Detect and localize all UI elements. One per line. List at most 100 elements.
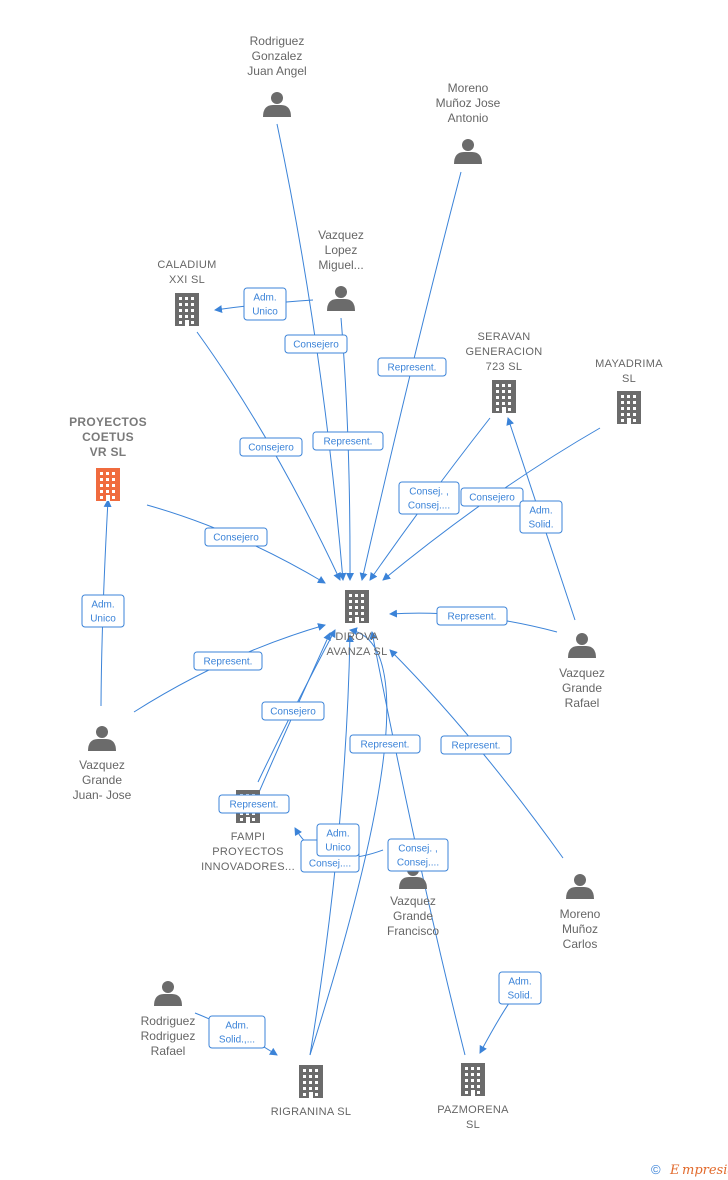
edge-label-text: Represent. (361, 740, 410, 751)
copyright-symbol: © (651, 1162, 661, 1177)
edge-label[interactable]: Consejero (204, 527, 268, 547)
edge-label[interactable]: Consejero (239, 437, 303, 457)
node-label: MAYADRIMA (595, 358, 663, 370)
company-node[interactable]: FAMPIPROYECTOSINNOVADORES... (201, 790, 295, 873)
edge-label-text: Unico (90, 614, 116, 625)
edge-label-box (261, 701, 325, 721)
edge-label-box (377, 357, 447, 377)
node-label: VR SL (90, 445, 127, 459)
edge-label[interactable]: Adm.Unico (316, 823, 360, 857)
node-label: Vazquez (79, 758, 125, 772)
node-label: Carlos (563, 937, 598, 951)
edge-label-text: Represent. (230, 800, 279, 811)
edge-label-box (349, 734, 421, 754)
edge-label[interactable]: Represent. (193, 651, 263, 671)
node-label: Vazquez (318, 228, 364, 242)
edge-label-box (204, 527, 268, 547)
edge-label[interactable]: Represent. (440, 735, 512, 755)
building-icon (345, 590, 369, 623)
node-label: Rafael (565, 696, 600, 710)
edge-label[interactable]: Adm. Solid.,... (208, 1015, 266, 1049)
edge-label[interactable]: Consej. ,Consej.... (387, 838, 449, 872)
building-icon (96, 468, 120, 501)
edge-label[interactable]: Represent. (436, 606, 508, 626)
node-label: SL (622, 373, 636, 385)
edge-label-text: Represent. (452, 741, 501, 752)
edge-label-text: Unico (325, 843, 351, 854)
node-label: Rafael (151, 1044, 186, 1058)
edge-label-box (208, 1015, 266, 1049)
node-label: Muñoz (562, 922, 598, 936)
company-node[interactable]: RIGRANINA SL (271, 1065, 352, 1118)
edge-label[interactable]: Represent. (377, 357, 447, 377)
person-icon (327, 286, 355, 311)
person-icon (568, 633, 596, 658)
edge-label-box (218, 794, 290, 814)
node-label: Muñoz Jose (436, 96, 501, 110)
edge-label[interactable]: Adm. Solid. (498, 971, 542, 1005)
edge-label-box (440, 735, 512, 755)
edge-label[interactable]: Consejero (261, 701, 325, 721)
edge-label[interactable]: Represent. (349, 734, 421, 754)
edge-label[interactable]: Adm.Solid. (519, 500, 563, 534)
person-icon (154, 981, 182, 1006)
edge-label-box (316, 823, 360, 857)
edge-label-text: Adm. (508, 977, 531, 988)
edge-label[interactable]: Consejero (460, 487, 524, 507)
node-label: PROYECTOS (212, 846, 284, 858)
edge-label-text: Adm. (529, 506, 552, 517)
node-label: Gonzalez (252, 49, 303, 63)
node-label: Grande (82, 773, 122, 787)
edge-label-text: Consejero (293, 340, 339, 351)
edge-label[interactable]: Adm.Unico (81, 594, 125, 628)
building-icon (461, 1063, 485, 1096)
edge-label[interactable]: Consejero (284, 334, 348, 354)
edge-label[interactable]: Represent. (218, 794, 290, 814)
brand-initial: E (669, 1163, 680, 1178)
node-label: PROYECTOS (69, 415, 147, 429)
edge-label-text: Solid. (507, 991, 532, 1002)
building-icon (299, 1065, 323, 1098)
edge-label[interactable]: Consej. ,Consej.... (398, 481, 460, 515)
node-label: SERAVAN (477, 331, 530, 343)
person-icon (454, 139, 482, 164)
edge-label-text: Consejero (248, 443, 294, 454)
edge-label-text: Adm. (225, 1021, 248, 1032)
edge-label-box (387, 838, 449, 872)
edge-label-text: Represent. (324, 437, 373, 448)
edge-labels-layer: Adm.UnicoConsejeroRepresent.ConsejeroRep… (81, 287, 563, 1049)
brand-name: mpresia (682, 1163, 728, 1178)
node-label: RIGRANINA SL (271, 1106, 352, 1118)
node-label: AVANZA SL (327, 646, 388, 658)
edge-label-box (312, 431, 384, 451)
company-node[interactable]: MAYADRIMA SL (595, 358, 663, 424)
node-label: Rodriguez (250, 34, 305, 48)
node-label: SL (466, 1119, 480, 1131)
node-label: Antonio (448, 111, 489, 125)
edge-label-text: Represent. (204, 657, 253, 668)
edge-label-text: Consej.... (309, 859, 351, 870)
node-label: Juan Angel (247, 64, 306, 78)
person-node[interactable]: VazquezLopezMiguel... (318, 228, 364, 311)
node-label: 723 SL (486, 361, 523, 373)
edge-label[interactable]: Adm.Unico (243, 287, 287, 321)
edge-label-text: Consej.... (408, 501, 450, 512)
node-label: Moreno (560, 907, 601, 921)
edge-label-text: Represent. (388, 363, 437, 374)
person-icon (263, 92, 291, 117)
edge-label[interactable]: Represent. (312, 431, 384, 451)
edge-label-text: Solid.,... (219, 1035, 255, 1046)
